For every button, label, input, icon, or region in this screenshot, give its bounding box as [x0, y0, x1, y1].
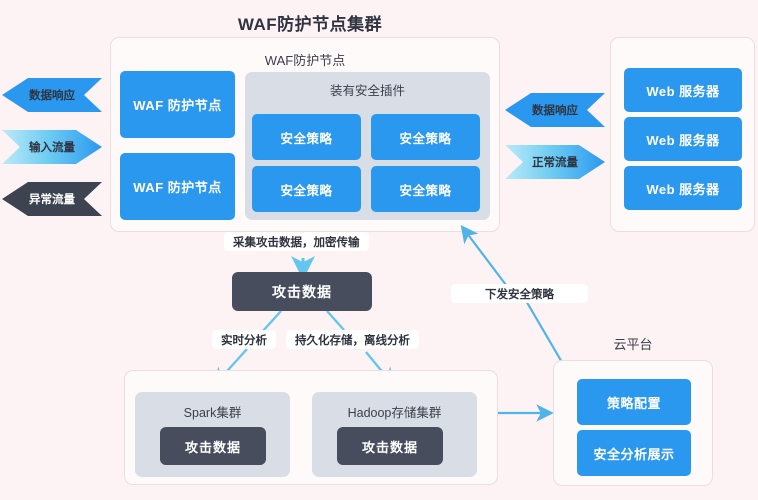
spark-attack-data-box[interactable]: 攻击数据 — [160, 427, 266, 465]
label-persist-offline-analysis: 持久化存储，离线分析 — [287, 331, 418, 348]
policy-config-button[interactable]: 策略配置 — [577, 379, 691, 425]
waf-cluster-title: WAF防护节点 — [264, 53, 346, 68]
security-policy-2[interactable]: 安全策略 — [371, 114, 480, 160]
attack-data-box[interactable]: 攻击数据 — [232, 272, 372, 311]
left-arrow-input-traffic: 输入流量 — [2, 130, 102, 164]
waf-node-2[interactable]: WAF 防护节点 — [120, 153, 235, 220]
hadoop-cluster-title: Hadoop存储集群 — [347, 406, 442, 420]
web-server-3[interactable]: Web 服务器 — [624, 166, 742, 210]
waf-node-1[interactable]: WAF 防护节点 — [120, 71, 235, 138]
cloud-platform-title: 云平台 — [613, 337, 653, 352]
web-server-1[interactable]: Web 服务器 — [624, 68, 742, 112]
security-policy-1[interactable]: 安全策略 — [252, 114, 361, 160]
security-analysis-display-button[interactable]: 安全分析展示 — [577, 430, 691, 476]
left-arrow-data-response: 数据响应 — [2, 78, 102, 112]
middle-arrow-normal-traffic: 正常流量 — [505, 145, 605, 179]
security-plugin-title: 装有安全插件 — [329, 84, 405, 98]
web-server-2[interactable]: Web 服务器 — [624, 117, 742, 161]
security-policy-3[interactable]: 安全策略 — [252, 166, 361, 212]
label-collect-attack-data: 采集攻击数据，加密传输 — [225, 233, 368, 250]
middle-arrow-data-response: 数据响应 — [505, 93, 605, 127]
security-policy-4[interactable]: 安全策略 — [371, 166, 480, 212]
label-realtime-analysis: 实时分析 — [213, 331, 275, 348]
hadoop-attack-data-box[interactable]: 攻击数据 — [337, 427, 443, 465]
page-title: WAF防护节点集群 — [237, 15, 383, 34]
left-arrow-abnormal-traffic: 异常流量 — [2, 182, 102, 216]
spark-cluster-title: Spark集群 — [183, 406, 242, 420]
label-dispatch-security-policy: 下发安全策略 — [452, 285, 587, 302]
